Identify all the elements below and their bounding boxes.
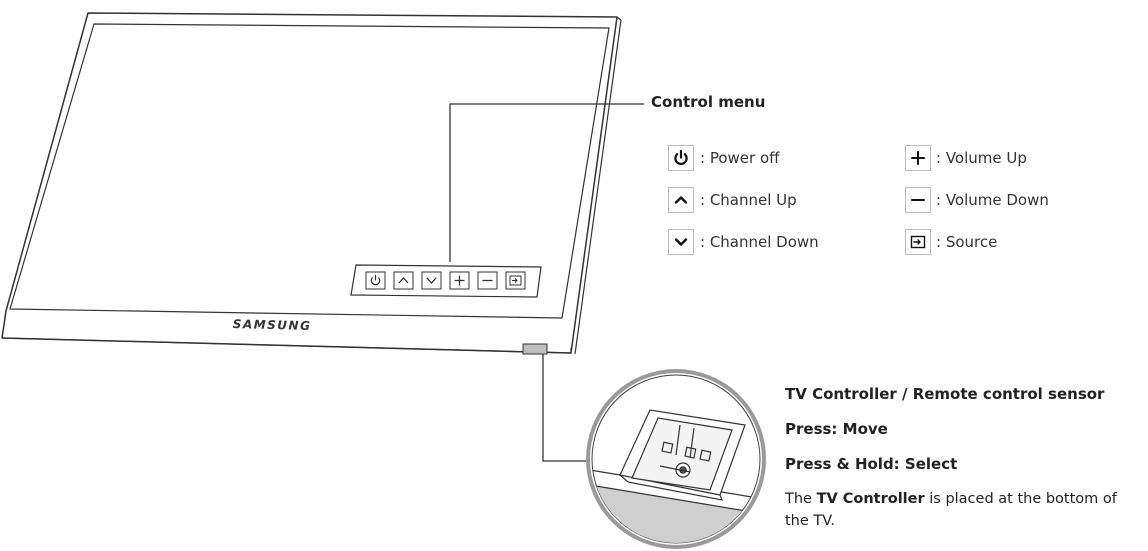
chevron-up-icon [674,196,688,204]
minus-icon [911,199,925,201]
tv-controller-note-bold: TV Controller [816,491,925,507]
channel-up-button[interactable] [668,187,694,213]
on-screen-control-menu [350,264,542,298]
mini-power-button [365,271,386,290]
chevron-down-icon [674,238,688,246]
mini-volume-up-button [449,271,470,290]
volume-down-button[interactable] [905,187,931,213]
tv-controller-title: TV Controller / Remote control sensor [785,385,1105,403]
tv-controller-location [522,343,548,355]
power-off-label: : Power off [700,149,780,167]
channel-up-label: : Channel Up [700,191,797,209]
mini-channel-up-button [393,271,414,290]
tv-controller-leader-line [542,354,604,462]
tv-controller-press-hold-label: Press & Hold: Select [785,455,958,473]
volume-down-label: : Volume Down [936,191,1049,209]
volume-up-button[interactable] [905,145,931,171]
channel-down-button[interactable] [668,229,694,255]
plus-icon [911,151,925,165]
tv-controller-note: The TV Controller is placed at the botto… [785,488,1145,532]
tv-brand-logo: SAMSUNG [233,317,312,333]
power-icon [674,149,688,165]
tv-frame [1,12,622,355]
control-menu-title: Control menu [651,93,766,111]
mini-channel-down-button [421,271,442,290]
source-label: : Source [936,233,998,251]
source-icon [910,235,926,249]
mini-volume-down-button [477,271,498,290]
volume-up-label: : Volume Up [936,149,1027,167]
power-button[interactable] [668,145,694,171]
tv-controller-press-label: Press: Move [785,420,888,438]
tv-controller-note-prefix: The [785,491,817,507]
mini-source-button [505,271,526,290]
channel-down-label: : Channel Down [700,233,819,251]
tv-controller-note-suffix: is placed at the bottom of the TV. [785,491,1117,529]
source-button[interactable] [905,229,931,255]
control-menu-leader-line [449,103,644,262]
tv-controller-zoom-view [586,369,766,549]
